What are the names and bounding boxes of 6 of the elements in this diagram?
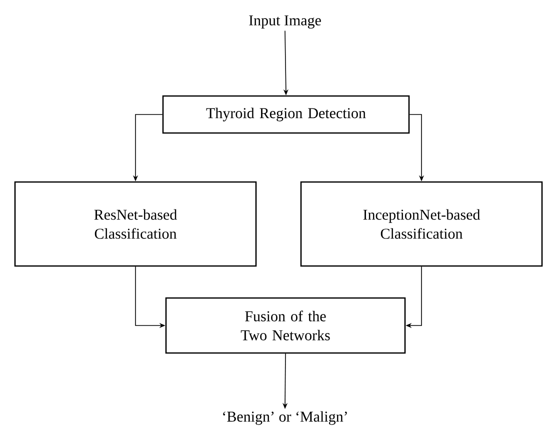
process-box: Thyroid Region Detection	[162, 95, 410, 134]
text-label: Input Image	[249, 15, 321, 29]
process-box: Fusion of the Two Networks	[165, 297, 406, 354]
text-label: ‘Benign’ or ‘Malign’	[223, 411, 347, 425]
process-box: InceptionNet-based Classification	[300, 181, 543, 267]
process-box: ResNet-based Classification	[14, 181, 257, 267]
